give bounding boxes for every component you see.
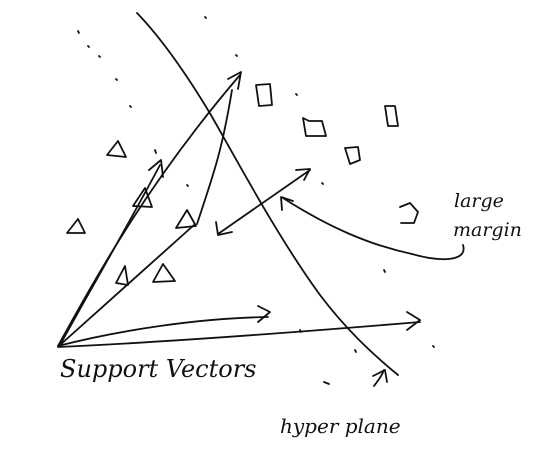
vector-arrow-4: [57, 321, 421, 348]
margin-label: margin: [453, 219, 522, 241]
triangle-point: [115, 265, 129, 286]
margin-annotation-arrowhead: [280, 196, 294, 211]
triangle-points: [66, 140, 197, 286]
hyperplane-line: [136, 12, 399, 376]
square-point: [384, 105, 399, 127]
margin-arrow: [215, 168, 311, 236]
large-label: large: [454, 190, 504, 212]
margin-annotation-arrow: [282, 197, 465, 261]
vector-arrow-1: [57, 74, 241, 347]
square-points: [255, 83, 419, 224]
square-point: [399, 202, 419, 224]
triangle-to-hyperplane-line: [59, 224, 195, 346]
triangle-side-line: [196, 89, 233, 225]
vector-arrow-2: [59, 164, 161, 346]
square-point: [255, 83, 273, 107]
vector-arrow-3: [57, 316, 269, 347]
triangle-point: [175, 209, 197, 229]
ink-dots: [77, 16, 435, 385]
support-vectors-label: Support Vectors: [60, 355, 256, 383]
square-point: [344, 146, 361, 165]
triangle-point: [132, 187, 153, 208]
triangle-point: [106, 140, 127, 158]
square-point: [302, 117, 327, 137]
hyperplane-label: hyper plane: [280, 414, 401, 438]
triangle-point: [152, 263, 176, 283]
triangle-point: [66, 218, 86, 234]
support-vector-arrows: [57, 71, 421, 348]
